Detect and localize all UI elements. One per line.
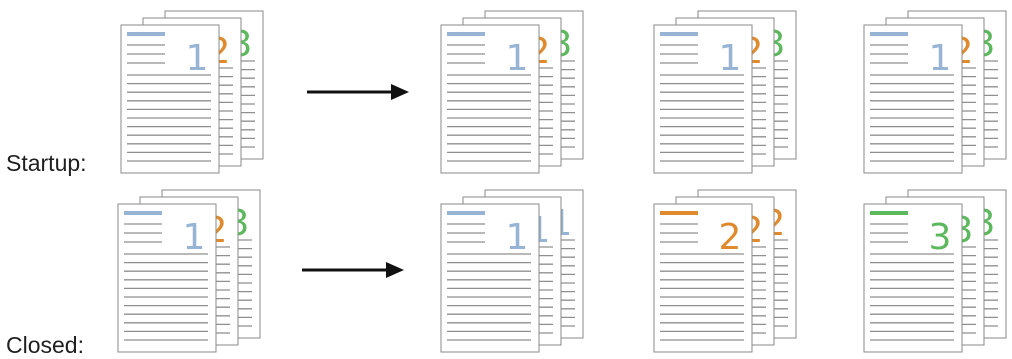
page-header-bar — [870, 211, 908, 215]
page-number: 1 — [719, 38, 742, 79]
document-stack: 321 — [440, 10, 584, 174]
page-number: 1 — [506, 217, 529, 258]
document-page: 1 — [440, 24, 540, 174]
page-number: 1 — [183, 217, 206, 258]
document-page: 3 — [863, 203, 963, 353]
document-page: 1 — [120, 24, 220, 174]
page-header-bar — [124, 211, 162, 215]
document-stack: 333 — [863, 189, 1007, 353]
document-stack: 111 — [440, 189, 584, 353]
page-header-bar — [447, 32, 485, 36]
row-label-startup: Startup: — [6, 150, 87, 176]
page-number: 1 — [186, 38, 209, 79]
document-stack: 321 — [120, 10, 264, 174]
page-number: 1 — [929, 38, 952, 79]
page-header-bar — [870, 32, 908, 36]
arrow-head — [391, 84, 409, 100]
row-label-closed: Closed: — [6, 332, 84, 358]
page-header-bar — [447, 211, 485, 215]
page-header-bar — [660, 32, 698, 36]
document-page: 2 — [653, 203, 753, 353]
page-number: 3 — [929, 217, 952, 258]
document-page: 1 — [863, 24, 963, 174]
page-number: 2 — [719, 217, 742, 258]
arrow-head — [386, 262, 404, 278]
document-stack: 321 — [653, 10, 797, 174]
arrow-icon — [302, 262, 404, 278]
page-header-bar — [127, 32, 165, 36]
page-number: 1 — [506, 38, 529, 79]
document-page: 1 — [440, 203, 540, 353]
document-page: 1 — [653, 24, 753, 174]
document-stack: 222 — [653, 189, 797, 353]
document-stack: 321 — [117, 189, 261, 353]
page-header-bar — [660, 211, 698, 215]
document-stack: 321 — [863, 10, 1007, 174]
arrow-icon — [307, 84, 409, 100]
document-page: 1 — [117, 203, 217, 353]
